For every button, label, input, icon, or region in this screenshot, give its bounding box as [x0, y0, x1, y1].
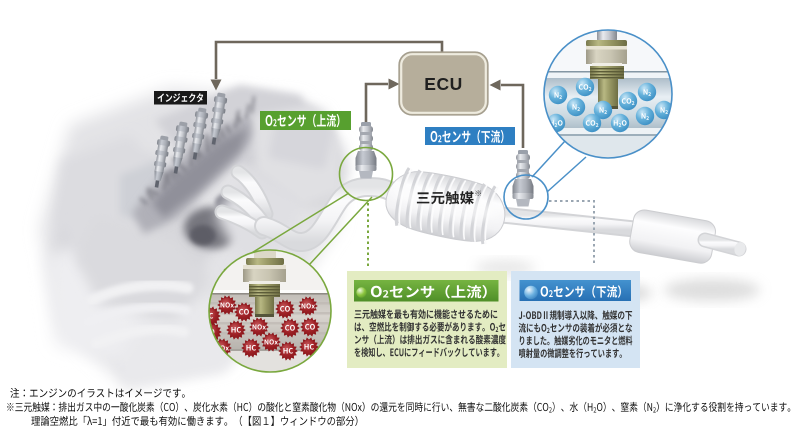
svg-text:ECU: ECU — [424, 74, 462, 94]
